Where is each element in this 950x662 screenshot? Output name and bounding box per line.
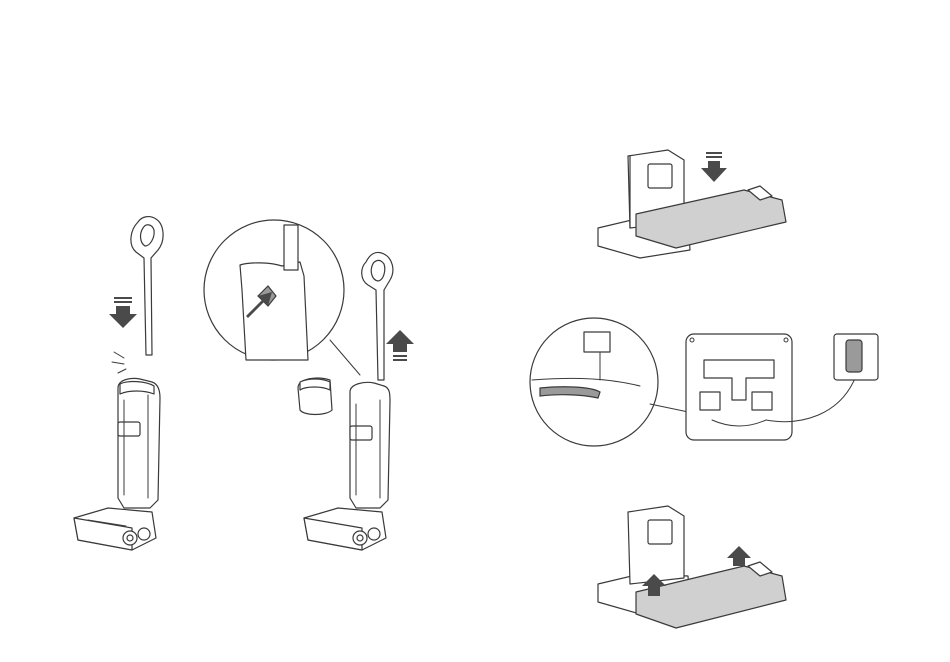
charging-base-mount xyxy=(598,150,786,258)
down-arrow-icon xyxy=(109,298,137,328)
base-underside xyxy=(686,334,856,440)
click-mark-icon xyxy=(112,352,126,373)
charging-base-remove xyxy=(598,506,786,628)
down-arrow-icon xyxy=(701,153,727,182)
water-tank-removed xyxy=(298,378,332,414)
up-arrow-icon xyxy=(727,546,751,566)
vacuum-left-assembly xyxy=(74,217,163,550)
floor-head-left xyxy=(74,508,156,550)
up-arrow-icon xyxy=(386,330,414,360)
wall-outlet-icon xyxy=(834,334,878,380)
cable-zoom-detail xyxy=(530,318,698,446)
vacuum-body-left xyxy=(118,378,160,508)
handle-left xyxy=(131,217,163,355)
zoom-detail-top xyxy=(204,220,360,375)
